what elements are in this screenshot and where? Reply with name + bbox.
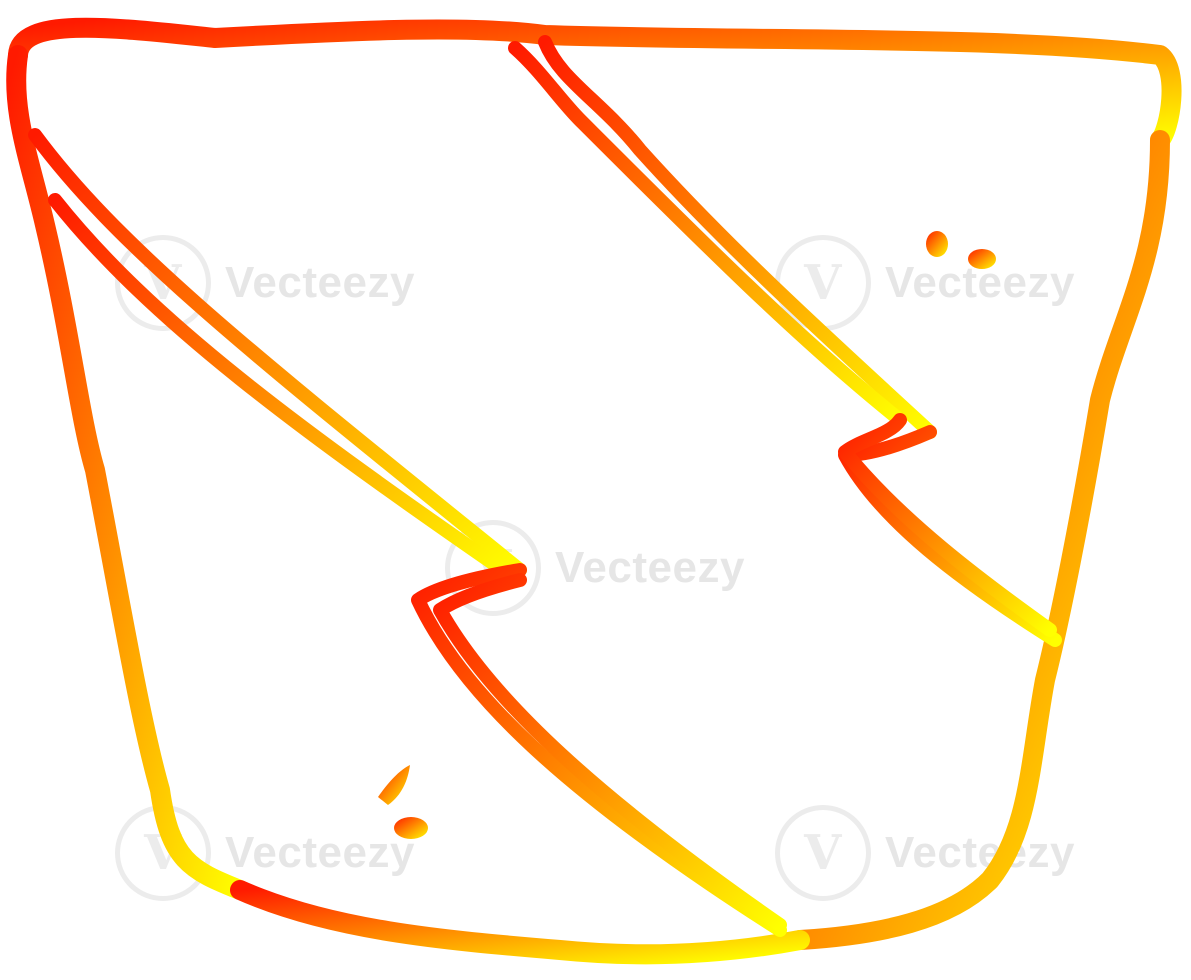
band-zigzag-lower [411,563,787,937]
band-right-top-edge [538,35,937,439]
highlight-mark [378,765,410,805]
highlight-mark [394,817,428,839]
highlight-mark [926,231,948,257]
highlight-mark [968,249,996,269]
bucket-bottom [230,880,810,965]
band-left-bottom-edge [48,193,517,582]
band-right-bottom-edge [508,41,907,427]
bucket-right-side [790,130,1170,950]
band-zigzag-lower-inner [433,573,787,932]
bucket-left-side [6,45,250,900]
band-zigzag-upper-inner [838,413,1057,637]
bucket-rim [8,17,1182,150]
band-left-top-edge [28,128,527,577]
